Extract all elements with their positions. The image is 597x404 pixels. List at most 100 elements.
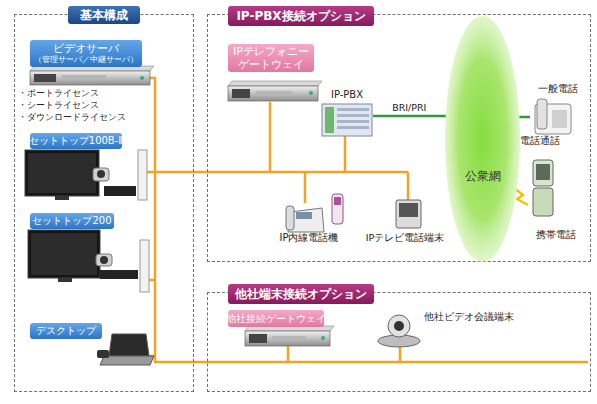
node-text: セットトップ200 xyxy=(32,215,111,227)
network-line xyxy=(150,78,588,362)
phone-keypad xyxy=(552,110,567,128)
node-text: 携帯電話 xyxy=(528,229,583,241)
cellphone-upper xyxy=(533,160,553,186)
node-text: ビデオサーバ xyxy=(53,42,119,55)
pbx-slot xyxy=(337,108,369,111)
node-text: IP-PBX xyxy=(321,89,373,101)
laptop-screen xyxy=(109,334,149,356)
server-led xyxy=(309,91,313,95)
tv-screen xyxy=(31,233,97,275)
node-text: 公衆網 xyxy=(445,170,520,183)
laptop-camera xyxy=(97,350,109,358)
cloud-ellipse xyxy=(445,16,520,262)
tv-set-icon xyxy=(28,230,149,292)
network-line xyxy=(304,172,307,203)
node-text: 他社接続ゲートウェイ xyxy=(226,313,326,325)
camera-lens xyxy=(394,321,404,331)
node-text: IP内線電話機 xyxy=(274,232,344,244)
pbx-node: IP-PBX xyxy=(321,88,373,137)
device-tab: セットトップ100B-Ⅱ xyxy=(30,133,122,149)
tv-stand xyxy=(55,196,69,200)
node-text: 他社ビデオ会議端末 xyxy=(424,311,514,323)
server-led xyxy=(321,336,325,340)
connector-line xyxy=(517,190,528,205)
phone-screen xyxy=(296,212,312,219)
phone-icon xyxy=(535,99,571,134)
camera xyxy=(96,254,112,266)
video-phone-body xyxy=(396,200,421,228)
video-phone-screen xyxy=(399,203,418,217)
pbx-slot xyxy=(337,126,369,129)
tv-monitor xyxy=(28,230,100,278)
terminal-node: IPテレビ電話端末 xyxy=(364,190,446,244)
note-label: ・ポートライセンス xyxy=(18,88,99,99)
device-tab: ビデオサーバ（管理サーバ／中継サーバ） xyxy=(30,40,142,67)
camera xyxy=(93,168,109,181)
network-line xyxy=(407,172,410,200)
pbx-body xyxy=(322,104,372,136)
device-tab: IPテレフォニー ゲートウェイ xyxy=(228,44,314,72)
server-slot xyxy=(62,75,106,80)
ip-phone-icon xyxy=(286,194,343,232)
network-line xyxy=(344,136,347,172)
pbx-slot xyxy=(337,114,369,117)
server-panel xyxy=(249,334,267,343)
network-line xyxy=(399,346,402,362)
device-tab: セットトップ200 xyxy=(30,213,114,229)
server-led xyxy=(140,76,144,80)
cellphone-screen xyxy=(536,164,550,180)
node-text: 一般電話 xyxy=(530,83,585,95)
speaker-pole xyxy=(140,240,149,292)
node-text: セットトップ100B-Ⅱ xyxy=(29,135,123,147)
server-icon xyxy=(30,66,154,85)
group-title: IP-PBX接続オプション xyxy=(228,6,374,26)
group-box: 他社端末接続オプション他社接続ゲートウェイ他社ビデオ会議端末 xyxy=(207,292,591,392)
edge-label: BRI/PRI xyxy=(392,102,426,114)
conference-camera-icon xyxy=(378,315,420,347)
connector-line xyxy=(373,115,446,118)
network-line xyxy=(140,171,408,174)
camera-lens xyxy=(97,170,105,178)
connector-line xyxy=(519,116,530,119)
settop-box xyxy=(100,270,138,279)
terminal-node: 他社ビデオ会議端末 xyxy=(378,305,514,350)
server-slot xyxy=(256,91,292,96)
pbx-icon xyxy=(322,104,372,136)
device-tab: 他社接続ゲートウェイ xyxy=(228,310,324,327)
note-label: ・シートライセンス xyxy=(18,100,99,111)
cloud-shape xyxy=(445,16,520,262)
note-label: ・ダウンロードライセンス xyxy=(18,112,126,123)
cellphone-icon xyxy=(533,160,553,216)
pbx-slot xyxy=(337,120,369,123)
laptop-icon xyxy=(97,334,154,365)
server-front xyxy=(245,331,330,346)
terminal-node: 一般電話 xyxy=(530,82,585,138)
server-top xyxy=(228,81,322,86)
node-text: IPテレビ電話端末 xyxy=(364,232,446,244)
camera-lens xyxy=(100,256,108,264)
group-box: 基本構成ビデオサーバ（管理サーバ／中継サーバ）セットトップ100B-Ⅱセットトッ… xyxy=(14,14,194,392)
video-phone-icon xyxy=(396,200,421,228)
server-panel xyxy=(34,74,56,82)
speaker-pole xyxy=(138,150,147,200)
terminal-node: 携帯電話 xyxy=(528,155,583,241)
pbx-panel xyxy=(325,107,334,133)
cellphone-lower xyxy=(533,188,553,216)
server-slot xyxy=(272,336,306,341)
phone-handset xyxy=(286,206,294,230)
node-text: IPテレフォニー ゲートウェイ xyxy=(228,45,314,71)
tv-set-icon xyxy=(25,150,147,200)
server-front xyxy=(30,71,150,85)
note-label: 電話通話 xyxy=(520,135,560,147)
network-line xyxy=(269,102,272,172)
tv-screen xyxy=(28,153,96,193)
group-title: 他社端末接続オプション xyxy=(228,284,374,304)
mobile-handset xyxy=(332,194,343,224)
phone-handset xyxy=(537,99,547,129)
server-icon xyxy=(245,326,334,346)
server-front xyxy=(228,86,318,101)
network-cloud: 公衆網 xyxy=(445,16,520,262)
camera-head xyxy=(388,315,410,337)
mobile-screen xyxy=(334,197,341,205)
